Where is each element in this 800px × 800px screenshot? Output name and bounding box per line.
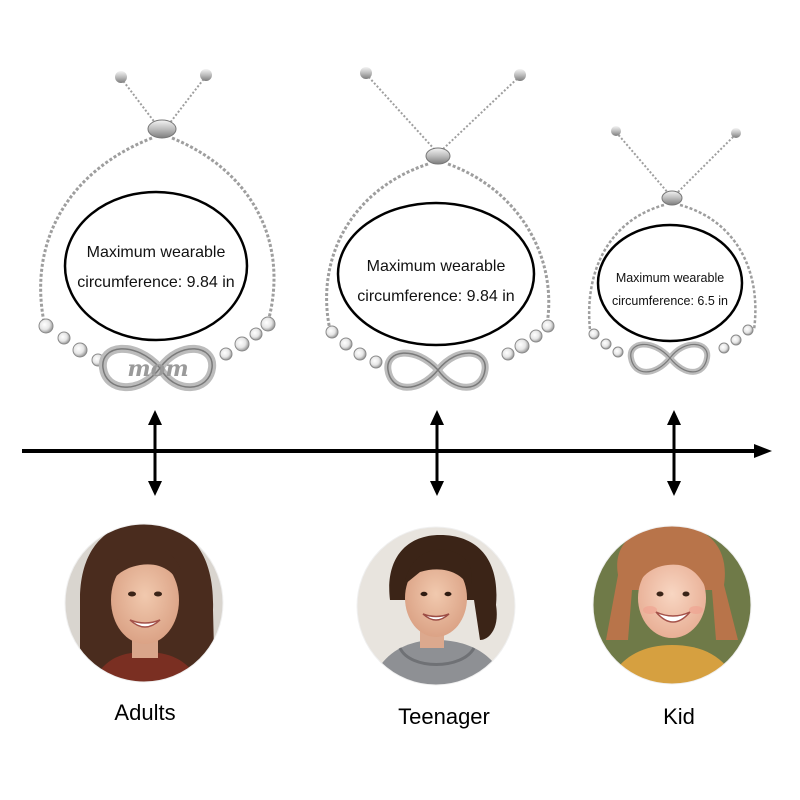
bracelet-chain bbox=[441, 75, 521, 151]
chain-end-bead bbox=[514, 69, 526, 81]
bracelet-chain bbox=[679, 203, 757, 331]
portrait-frame bbox=[592, 525, 752, 685]
chain-end-bead bbox=[115, 71, 127, 83]
portrait-kid bbox=[593, 526, 751, 684]
infinity-charm bbox=[627, 341, 711, 375]
chain-end-bead bbox=[200, 69, 212, 81]
group-label-adults: Adults bbox=[114, 700, 176, 725]
size-callout-text: Maximum wearable circumference: 6.5 in bbox=[612, 272, 728, 307]
infinity-charm bbox=[384, 349, 489, 391]
bracelet-chain bbox=[675, 133, 737, 195]
size-callout-text: Maximum wearable circumference: 9.84 in bbox=[77, 245, 234, 291]
infinity-charm-outline bbox=[630, 343, 708, 373]
callout-line-2: circumference: 9.84 in bbox=[77, 274, 235, 291]
gem-row bbox=[588, 324, 754, 358]
callout-line-2: circumference: 6.5 in bbox=[611, 293, 729, 308]
infinity-charm-outline bbox=[387, 352, 486, 388]
callout-line-1: Maximum wearable bbox=[615, 271, 725, 285]
bracelet-teenager bbox=[325, 67, 555, 391]
size-callout-circle bbox=[336, 201, 536, 347]
bracelet-chain bbox=[447, 162, 551, 331]
chain-end-bead bbox=[611, 126, 621, 136]
size-callout-text: Maximum wearable circumference: 9.84 in bbox=[357, 259, 514, 305]
portrait-frame bbox=[356, 526, 516, 686]
callout-line-1: Maximum wearable bbox=[86, 244, 226, 261]
timeline-arrow-head bbox=[754, 444, 772, 458]
bracelet-kid bbox=[587, 126, 757, 375]
slider-clasp bbox=[147, 119, 177, 139]
group-label-teenager: Teenager bbox=[398, 704, 490, 729]
chain-end-bead bbox=[731, 128, 741, 138]
bracelet-chain bbox=[587, 203, 665, 331]
charm-engraving: mom bbox=[127, 356, 188, 382]
portrait-teenager bbox=[357, 527, 515, 685]
double-arrow-icon bbox=[148, 410, 162, 496]
slider-clasp bbox=[425, 147, 451, 165]
group-label-kid: Kid bbox=[663, 704, 695, 729]
portrait-frame bbox=[64, 523, 224, 683]
double-arrow-icon bbox=[430, 410, 444, 496]
portrait-adults bbox=[65, 524, 223, 682]
size-callout-circle bbox=[63, 190, 249, 342]
callout-line-1: Maximum wearable bbox=[366, 258, 506, 275]
bracelet-chain bbox=[120, 77, 160, 129]
callout-line-2: circumference: 9.84 in bbox=[357, 288, 515, 305]
bracelet-chain bbox=[615, 131, 670, 195]
double-arrow-icon bbox=[667, 410, 681, 496]
bracelet-chain bbox=[171, 136, 276, 323]
size-callout-circle bbox=[596, 223, 744, 343]
infinity-charm-outline bbox=[102, 348, 213, 388]
bracelet-chain bbox=[365, 73, 436, 151]
bracelet-chain bbox=[39, 136, 153, 323]
gem-row bbox=[325, 319, 555, 369]
chain-end-bead bbox=[360, 67, 372, 79]
bracelet-chain bbox=[165, 75, 207, 129]
slider-clasp bbox=[661, 190, 683, 206]
bracelet-chain bbox=[325, 162, 429, 331]
bracelet-adults: mom bbox=[38, 69, 276, 392]
